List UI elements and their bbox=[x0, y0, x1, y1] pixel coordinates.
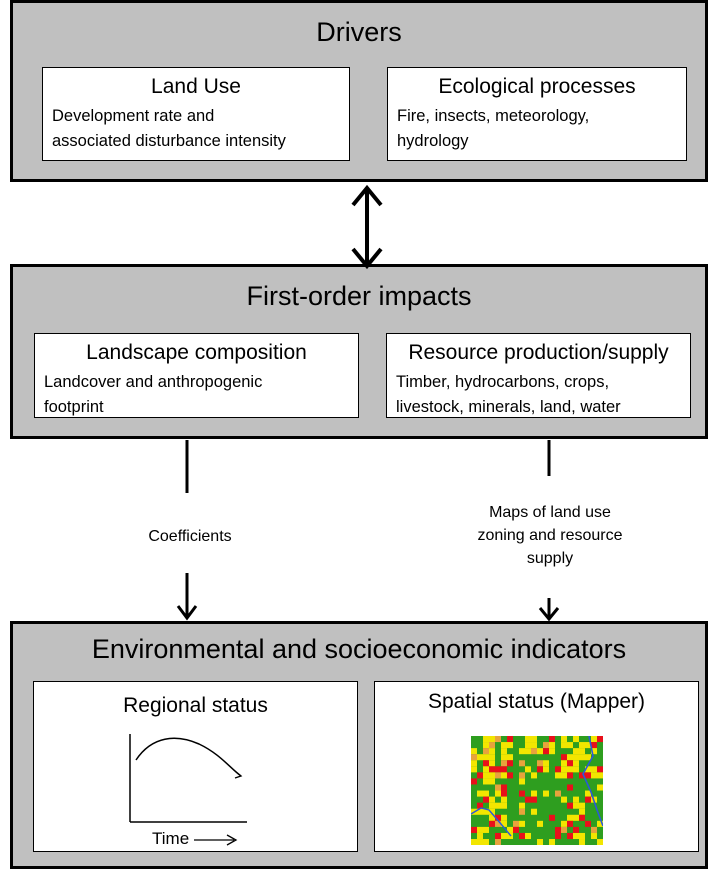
ecological-processes-box: Ecological processes Fire, insects, mete… bbox=[387, 67, 687, 161]
land-use-map-thumbnail bbox=[471, 736, 603, 845]
trend-arrowhead bbox=[234, 771, 243, 779]
time-arrowhead bbox=[226, 834, 238, 846]
land-use-description: Development rate and associated disturba… bbox=[52, 104, 343, 154]
land-use-box: Land Use Development rate and associated… bbox=[42, 67, 350, 161]
indicators-panel: Environmental and socioeconomic indicato… bbox=[10, 621, 708, 869]
time-axis-label: Time bbox=[152, 829, 190, 848]
maps-label: Maps of land use zoning and resource sup… bbox=[430, 501, 670, 570]
maps-label-line2: zoning and resource bbox=[477, 527, 623, 544]
first-order-impacts-title: First-order impacts bbox=[246, 281, 472, 311]
resource-production-title: Resource production/supply bbox=[408, 341, 669, 364]
regional-status-graph bbox=[129, 734, 247, 846]
trend-curve bbox=[135, 737, 242, 777]
land-use-desc-line2: associated disturbance intensity bbox=[52, 132, 286, 150]
regional-status-box: Regional status Time bbox=[33, 681, 358, 852]
drivers-title: Drivers bbox=[316, 17, 402, 47]
spatial-status-title: Spatial status (Mapper) bbox=[427, 690, 646, 713]
landscape-desc-line2: footprint bbox=[44, 398, 104, 416]
resource-production-description: Timber, hydrocarbons, crops, livestock, … bbox=[396, 370, 684, 420]
coefficients-connector bbox=[176, 440, 198, 621]
coefficients-label: Coefficients bbox=[148, 528, 232, 545]
first-order-impacts-panel: First-order impacts Landscape compositio… bbox=[10, 264, 708, 439]
resource-desc-line1: Timber, hydrocarbons, crops, bbox=[396, 373, 610, 391]
landscape-composition-description: Landcover and anthropogenic footprint bbox=[44, 370, 352, 420]
ecological-desc-line1: Fire, insects, meteorology, bbox=[397, 107, 590, 125]
ecological-processes-description: Fire, insects, meteorology, hydrology bbox=[397, 104, 680, 154]
maps-label-line1: Maps of land use bbox=[489, 504, 611, 521]
indicators-title: Environmental and socioeconomic indicato… bbox=[91, 634, 627, 664]
land-use-desc-line1: Development rate and bbox=[52, 107, 215, 125]
landscape-desc-line1: Landcover and anthropogenic bbox=[44, 373, 263, 391]
ecological-processes-title: Ecological processes bbox=[438, 75, 636, 98]
ecological-desc-line2: hydrology bbox=[397, 132, 469, 150]
maps-label-line3: supply bbox=[526, 550, 574, 567]
regional-status-title: Regional status bbox=[123, 694, 268, 717]
landscape-composition-box: Landscape composition Landcover and anth… bbox=[34, 333, 359, 418]
resource-desc-line2: livestock, minerals, land, water bbox=[396, 398, 621, 416]
resource-production-box: Resource production/supply Timber, hydro… bbox=[386, 333, 691, 418]
maps-connector bbox=[538, 440, 560, 622]
land-use-title: Land Use bbox=[151, 75, 241, 98]
landscape-composition-title: Landscape composition bbox=[86, 341, 307, 364]
double-arrow bbox=[351, 184, 383, 270]
spatial-status-box: Spatial status (Mapper) bbox=[374, 681, 699, 852]
drivers-panel: Drivers Land Use Development rate and as… bbox=[10, 0, 708, 182]
